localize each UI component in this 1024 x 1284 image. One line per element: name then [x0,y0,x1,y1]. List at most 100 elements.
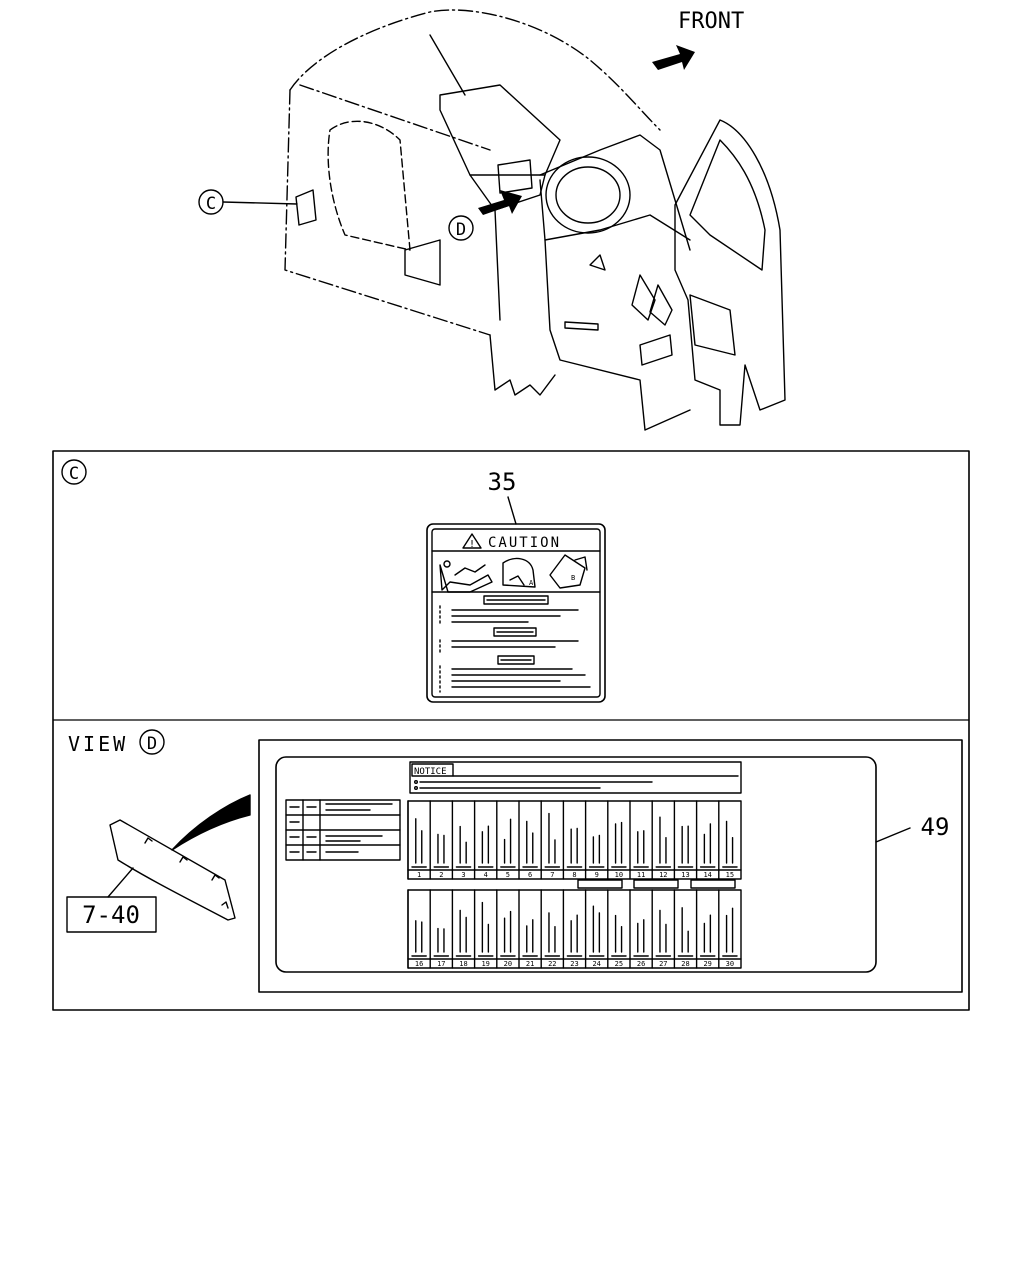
dashboard [539,179,691,241]
caution-header: CAUTION [488,535,561,551]
steering-wheel-inner [555,166,621,224]
fuse-number: 10 [615,871,623,879]
view-d-arrow [478,190,522,215]
caution-pictogram-operator [439,560,493,593]
caution-text-lines-2 [439,639,579,653]
lower-cab-wall [494,209,691,431]
callout-c-leader [222,201,298,205]
windshield-frame [539,134,691,251]
fuse-number: 4 [484,871,488,879]
fuse-number: 30 [726,960,734,968]
fuse-number: 8 [572,871,576,879]
caution-text-box-3 [497,655,535,665]
fuse-number: 9 [595,871,599,879]
view-d-box [258,739,963,993]
section-d: VIEW D 7-40 4 9 NOTICE [66,729,963,993]
section-c-marker-circle [61,459,87,485]
steering-wheel [545,156,631,234]
view-pointer-wedge [171,794,251,851]
fuse-number: 3 [461,871,465,879]
part-35-leader [507,496,517,525]
notice-bullet-1 [414,780,419,785]
notice-bullet-2 [414,786,419,791]
figure-a-label: A [529,579,534,587]
part-ref-7-40: 7-40 [82,901,140,929]
caution-text-box-2 [493,627,537,637]
lever-2 [564,321,599,331]
console-cover-part [109,819,236,921]
floor-box [639,334,673,366]
notice-label [275,756,877,973]
detail-frame [52,450,970,1011]
fuse-number: 19 [481,960,489,968]
fuse-number: 28 [681,960,689,968]
cab-bottom-edge [489,334,556,396]
fuse-number: 15 [726,871,734,879]
console-cover-tabs [144,837,229,909]
caution-text-lines-1 [439,605,579,627]
part-49-leader [875,827,911,843]
caution-text-box-1 [483,595,549,605]
notice-title: NOTICE [414,767,447,777]
label-location-c [295,189,317,226]
part-ref-leader [107,867,134,898]
center-console [439,84,561,176]
fuse-number: 13 [681,871,689,879]
fuse-number: 6 [528,871,532,879]
part-number-35: 35 [488,468,517,496]
fuse-number: 17 [437,960,445,968]
fuse-number: 20 [504,960,512,968]
cab-rear-wall [284,89,491,336]
fuse-number: 12 [659,871,667,879]
figure-b-label: B [571,574,575,582]
view-label: VIEW [68,732,128,756]
front-arrow [652,45,695,70]
fuse-number: 16 [415,960,423,968]
seat-back [327,120,411,251]
caution-label-inner [431,528,601,698]
notice-title-box [411,763,454,777]
notice-header-box [409,761,742,794]
seat-cushion [404,239,441,286]
fuse-number: 26 [637,960,645,968]
label-location-d [497,159,533,194]
view-d-marker: D [147,734,157,754]
part-ref-box [66,896,157,933]
cab-door [674,119,786,426]
caution-label [426,523,606,703]
fuse-number: 23 [570,960,578,968]
fuse-number: 18 [459,960,467,968]
callout-d-circle [448,215,474,241]
door-window [689,139,766,271]
section-c: C 35 ! CAUTION A B [61,459,606,703]
callout-c-letter: C [206,194,216,214]
fuse-number: 14 [703,871,711,879]
caution-pictogram-door: A [502,557,536,588]
fuse-number: 7 [550,871,554,879]
lever-1 [589,254,606,271]
fuse-number: 5 [506,871,510,879]
fuse-number: 11 [637,871,645,879]
view-d-marker-circle [139,729,165,755]
cab-roof-outline [289,9,661,131]
callout-d-letter: D [456,220,466,240]
pedal-left [631,274,656,321]
fuse-number: 21 [526,960,534,968]
fuse-number: 24 [592,960,600,968]
fuse-number: 25 [615,960,623,968]
warning-glyph: ! [469,539,475,550]
caution-text-lines-3 [439,665,591,693]
fuse-number: 2 [439,871,443,879]
notice-legend-table [285,799,401,861]
pedal-right [649,284,673,326]
fuse-number: 22 [548,960,556,968]
fuse-number: 1 [417,871,421,879]
warning-triangle-icon [462,533,482,549]
cab-pillar [429,34,466,96]
fuse-number: 29 [703,960,711,968]
door-pocket [689,294,736,356]
